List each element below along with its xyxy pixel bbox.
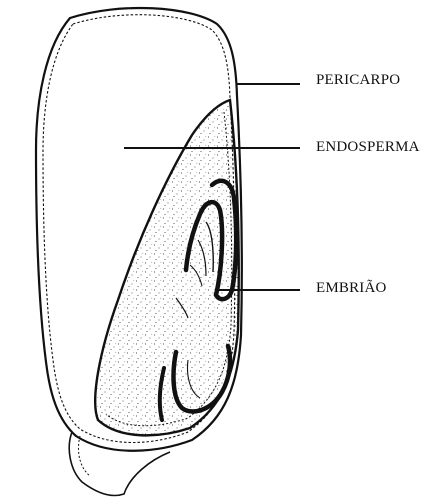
label-pericarpo: PERICARPO [316,72,400,89]
label-endosperma: ENDOSPERMA [316,139,420,156]
label-embriao: EMBRIÃO [316,280,387,297]
